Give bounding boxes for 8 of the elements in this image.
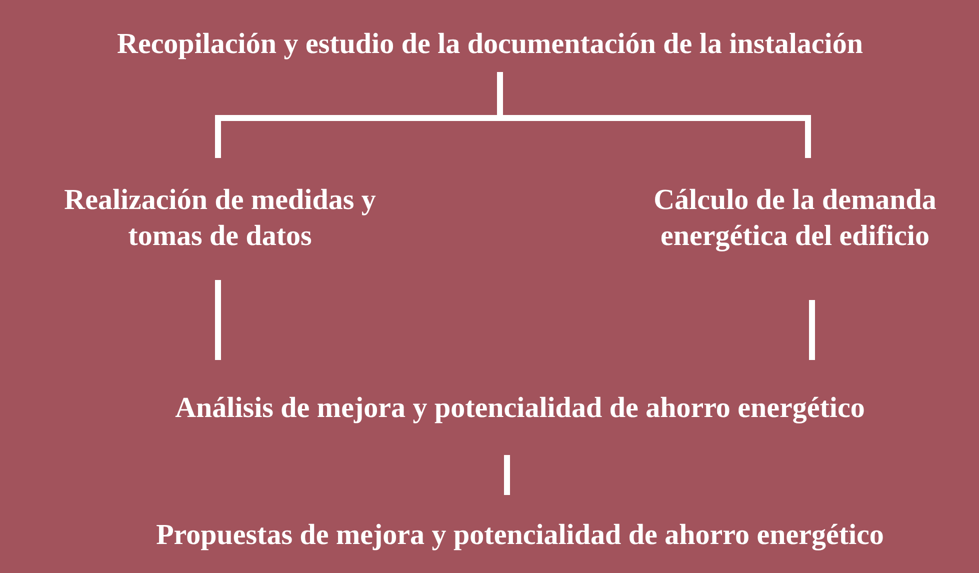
connector-line	[504, 455, 510, 495]
step-text: Propuestas de mejora y potencialidad de ahorro energético	[156, 518, 884, 553]
step-text: Cálculo de la demanda energética del edificio	[652, 183, 938, 254]
connector-line	[809, 300, 815, 360]
step-text: Recopilación y estudio de la documentación de la instalación	[117, 27, 863, 62]
step-text: Análisis de mejora y potencialidad de ahorro energético	[175, 391, 865, 426]
step-text: Realización de medidas y tomas de datos	[63, 183, 377, 254]
connector-line	[215, 280, 221, 360]
